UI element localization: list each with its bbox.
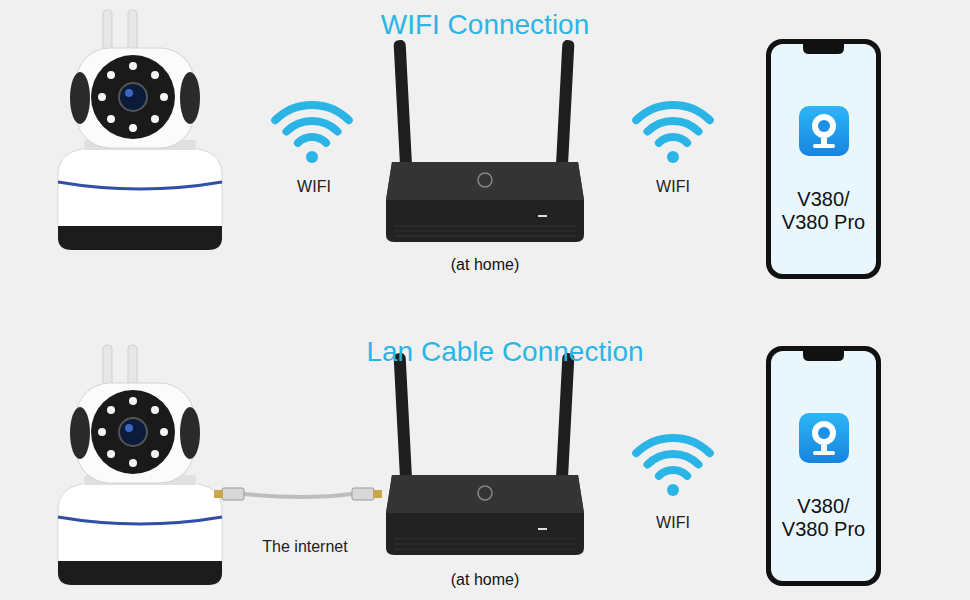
wifi-symbol xyxy=(636,105,710,163)
app-name: V380/ V380 Pro xyxy=(773,495,874,541)
ip-camera xyxy=(58,345,222,585)
section-heading: WIFI Connection xyxy=(381,9,590,41)
wifi-label: WIFI xyxy=(656,178,690,196)
wifi-symbol xyxy=(636,438,710,496)
location-note: (at home) xyxy=(380,256,590,274)
router-shape xyxy=(380,343,590,593)
phone-shape xyxy=(765,345,882,587)
wifi-label: WIFI xyxy=(656,514,690,532)
ip-camera xyxy=(58,10,222,250)
cable-label: The internet xyxy=(262,538,347,556)
wifi-label: WIFI xyxy=(297,178,331,196)
phone: V380/ V380 Pro xyxy=(765,345,882,587)
wifi-symbol xyxy=(275,105,349,163)
router: (at home) xyxy=(380,30,590,280)
phone: V380/ V380 Pro xyxy=(765,38,882,280)
phone-shape xyxy=(765,38,882,280)
location-note: (at home) xyxy=(380,571,590,589)
router-shape xyxy=(380,30,590,280)
section-heading: Lan Cable Connection xyxy=(366,336,643,368)
lan-cable xyxy=(214,488,382,500)
router: (at home) xyxy=(380,343,590,593)
app-name: V380/ V380 Pro xyxy=(773,188,874,234)
